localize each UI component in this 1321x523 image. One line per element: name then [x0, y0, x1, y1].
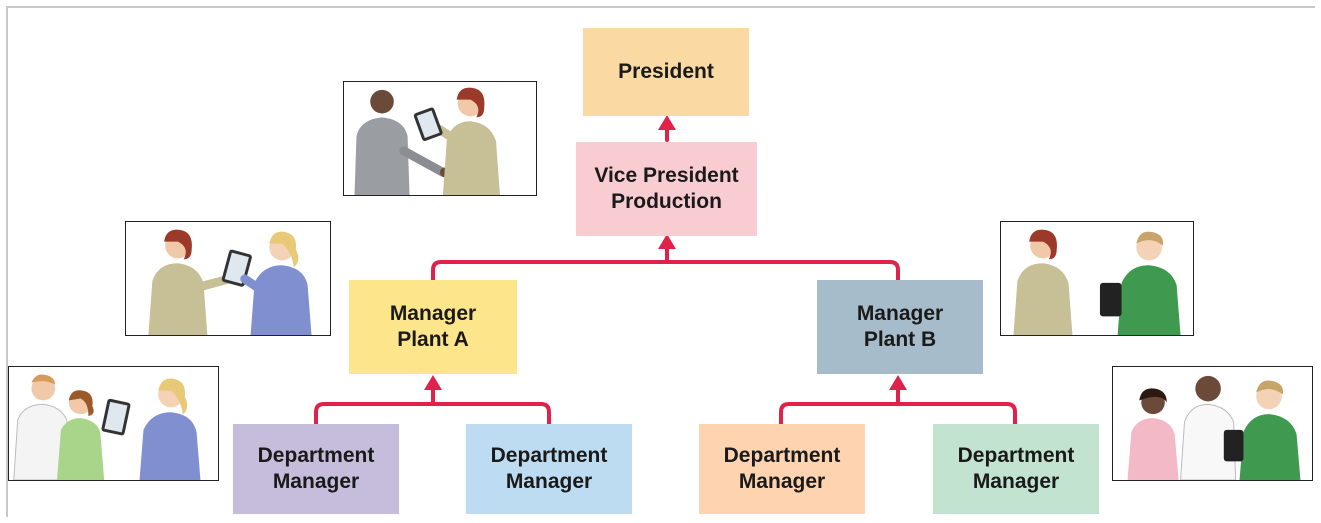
president-box: President	[583, 28, 749, 116]
connector-depts-plant-b	[779, 402, 1017, 426]
connector-plants-vp	[431, 260, 900, 282]
vice-president-production-box: Vice President Production	[576, 142, 757, 236]
illustration-three-people-tablet	[1112, 366, 1313, 481]
illustration-woman-man-tablet	[1000, 221, 1194, 336]
manager-plant-a-box: Manager Plant A	[349, 280, 517, 374]
manager-plant-b-box: Manager Plant B	[817, 280, 983, 374]
department-manager-box-1: Department Manager	[233, 424, 399, 514]
arrowhead-vp	[658, 234, 676, 249]
arrowhead-plant-a	[424, 375, 442, 390]
diagram-frame	[6, 6, 1315, 517]
illustration-two-women-tablet	[125, 221, 331, 336]
department-manager-box-2: Department Manager	[466, 424, 632, 514]
illustration-group-tablet	[8, 366, 219, 481]
arrowhead-president	[658, 115, 676, 130]
arrowhead-plant-b	[889, 375, 907, 390]
illustration-man-woman-tablet	[343, 81, 537, 196]
connector-depts-plant-a	[314, 402, 551, 426]
department-manager-box-4: Department Manager	[933, 424, 1099, 514]
department-manager-box-3: Department Manager	[699, 424, 865, 514]
